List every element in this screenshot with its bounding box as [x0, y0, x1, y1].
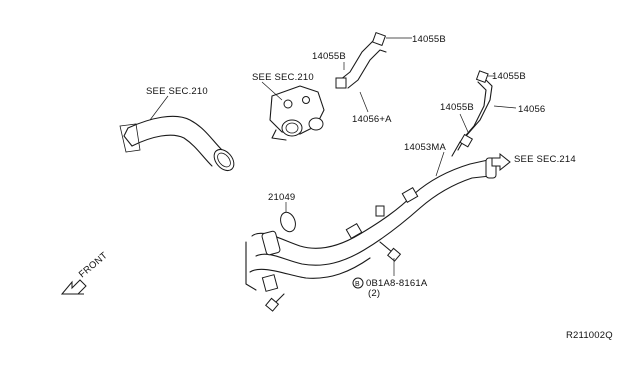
part-14055b-mid-label: 14055B	[312, 51, 346, 62]
upper-radiator-hose	[119, 115, 235, 172]
part-14056a-label: 14056+A	[352, 114, 392, 125]
see-sec-210-left-label: SEE SEC.210	[146, 86, 208, 97]
see-sec-210-center-label: SEE SEC.210	[252, 72, 314, 83]
part-14056-label: 14056	[518, 104, 545, 115]
front-label: FRONT	[77, 250, 110, 280]
callout-circle	[352, 277, 364, 289]
diagram-id-label: R211002Q	[566, 330, 613, 341]
direction-arrow-icon	[491, 152, 511, 172]
see-sec-214-label: SEE SEC.214	[514, 154, 576, 165]
part-14053ma-label: 14053MA	[404, 142, 447, 153]
part-21049-label: 21049	[268, 192, 295, 203]
bolt-qty-label: (2)	[368, 288, 380, 299]
part-14055b-top-label: 14055B	[412, 34, 446, 45]
o-ring	[280, 211, 296, 233]
hose-14056a	[335, 31, 387, 89]
thermostat-housing	[269, 85, 325, 141]
part-14055b-right-label: 14055B	[492, 71, 526, 82]
hose-14056	[451, 70, 493, 157]
bolt-circle-letter: B	[355, 281, 360, 288]
part-14055b-right2-label: 14055B	[440, 102, 474, 113]
front-arrow-icon	[60, 279, 87, 295]
bolt-icon	[265, 241, 402, 312]
water-pipe-14053ma	[245, 157, 497, 292]
bolt-callout-label: 0B1A8-8161A	[366, 278, 428, 289]
